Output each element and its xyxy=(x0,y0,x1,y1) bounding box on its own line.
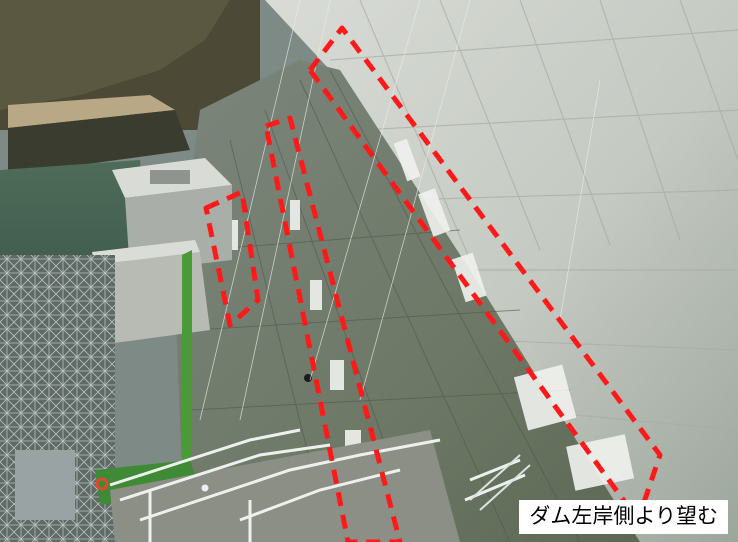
green-fence xyxy=(182,250,192,465)
hillside-trees xyxy=(0,0,230,110)
annex-roof xyxy=(92,240,200,265)
inspection-highlights xyxy=(203,25,663,542)
bank-shadow xyxy=(8,110,190,175)
dam-upper-wall xyxy=(265,0,738,542)
worker-figure-2 xyxy=(201,484,209,492)
highlight-zone-center xyxy=(263,115,403,542)
wall-joint-lines xyxy=(329,0,738,431)
ladder xyxy=(469,454,531,511)
highlight-zone-left xyxy=(203,189,261,328)
highlight-zone-right xyxy=(307,25,663,523)
annex-building xyxy=(95,252,210,345)
access-ropes xyxy=(199,0,601,421)
stair-landing xyxy=(110,430,460,542)
riverbank-path xyxy=(8,95,175,128)
roof-unit xyxy=(150,170,190,184)
photo-caption: ダム左岸側より望む xyxy=(519,499,728,534)
safety-ring xyxy=(95,477,109,491)
transformer xyxy=(15,450,75,520)
